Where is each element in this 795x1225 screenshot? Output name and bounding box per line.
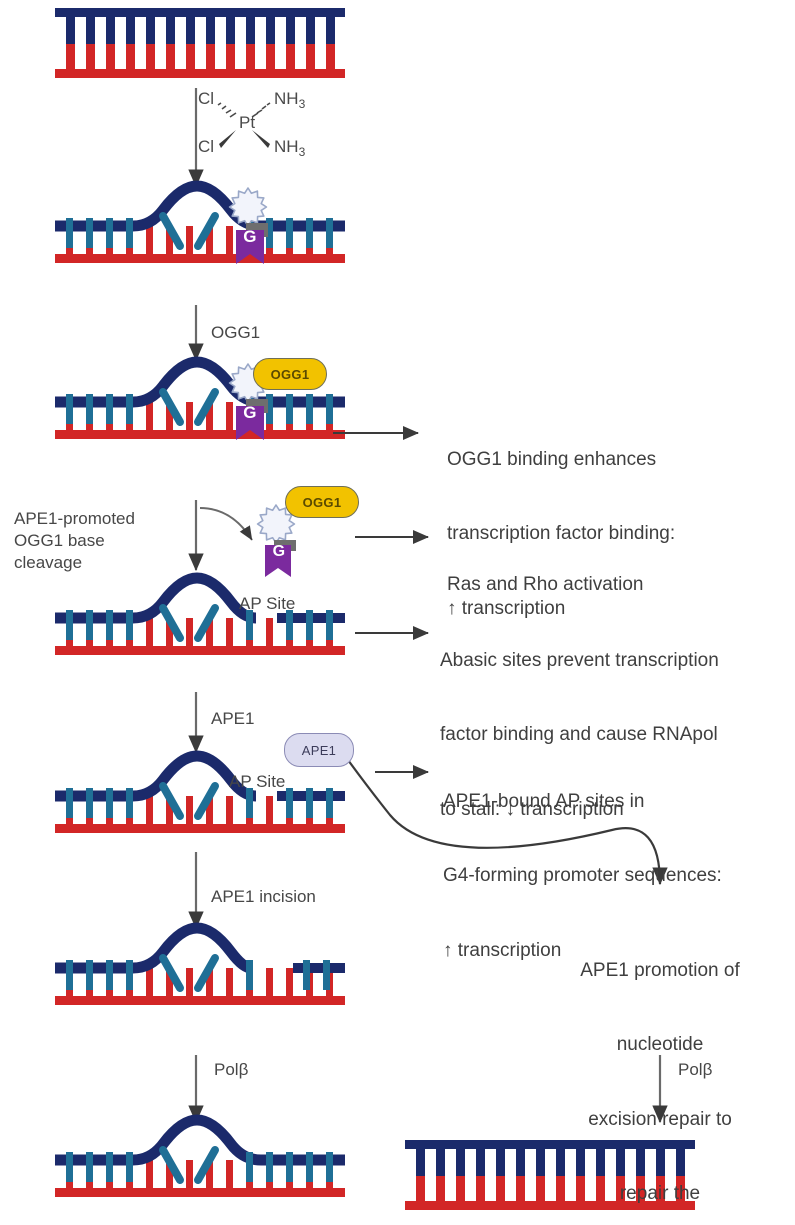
base-marker-g-1: G [236, 225, 264, 249]
g-letter-2: G [243, 403, 257, 422]
base-marker-g-2: G [236, 401, 264, 425]
annotation-line: APE1 promotion of [580, 960, 740, 982]
dna-incised [55, 922, 345, 1005]
annotation-line: Ras and Rho activation [447, 574, 644, 596]
cisplatin-hash-bonds [217, 102, 271, 118]
step-label-ape1-promoted: APE1-promoted OGG1 base cleavage [14, 509, 135, 572]
enzyme-ogg1-bound-label: OGG1 [270, 366, 310, 382]
step-label-ape1: APE1 [211, 709, 255, 728]
annotation-line: transcription factor binding: [447, 523, 676, 545]
step-label-polbeta-right: Polβ [678, 1060, 713, 1079]
annotation-line: ↑ transcription [447, 597, 566, 619]
annotation-ogg1-binding: OGG1 binding enhances transcription fact… [447, 399, 777, 671]
dna-ape1-bound [55, 750, 345, 833]
annotation-line: OGG1 binding enhances [447, 449, 657, 471]
adduct-lesion-2 [228, 363, 268, 440]
site-label-ap-1: AP Site [239, 594, 296, 613]
annotation-line: ↑ transcription [443, 939, 562, 961]
annotation-line: nucleotide [616, 1034, 704, 1056]
cisplatin-cl-bottom: Cl [198, 137, 214, 156]
annotation-line: factor binding and cause RNApol [440, 724, 718, 746]
annotation-ner-repair: APE1 promotion of nucleotide excision re… [500, 910, 795, 1225]
adduct-lesion-1 [228, 187, 268, 264]
cisplatin-pt: Pt [239, 113, 255, 132]
dna-adduct [55, 180, 345, 263]
annotation-line: APE1-bound AP sites in [443, 791, 645, 813]
dna-duplex-intact [55, 8, 345, 78]
cisplatin-nh3-top: NH3 [274, 89, 306, 111]
annotation-line: G4-forming promoter sequences: [443, 865, 722, 887]
g-letter-3: G [272, 543, 286, 560]
cisplatin-wedge-left [219, 130, 236, 148]
dna-repaired-adduct [55, 1114, 345, 1197]
cisplatin-nh3-bottom: NH3 [274, 137, 306, 159]
arrow-ner-branch [347, 759, 668, 886]
cisplatin-structure: Cl Cl Pt NH3 NH3 [186, 82, 316, 159]
released-base-g [256, 504, 296, 577]
annotation-ras-rho: Ras and Rho activation [447, 524, 777, 647]
annotation-line: repair the [619, 1182, 701, 1204]
annotation-line: excision repair to [588, 1108, 732, 1130]
step-label-ogg1: OGG1 [211, 323, 261, 342]
enzyme-ogg1-bound[interactable]: OGG1 [253, 358, 327, 390]
annotation-line: to stall: ↓ transcription [440, 798, 624, 820]
dna-ap-site-1 [55, 572, 345, 655]
cisplatin-wedge-right [252, 130, 270, 148]
step-label-polbeta-left: Polβ [214, 1060, 249, 1079]
enzyme-ogg1-released[interactable]: OGG1 [285, 486, 359, 518]
enzyme-ape1-bound[interactable]: APE1 [284, 733, 354, 767]
g-letter-1: G [243, 227, 257, 246]
enzyme-ogg1-released-label: OGG1 [302, 494, 342, 510]
step-label-ape1-incision: APE1 incision [211, 887, 316, 906]
cisplatin-cl-top: Cl [198, 89, 214, 108]
site-label-ap-2: AP Site [229, 772, 286, 791]
enzyme-ape1-bound-label: APE1 [301, 742, 337, 758]
base-marker-g-3: G [265, 540, 293, 564]
annotation-line: Abasic sites prevent transcription [440, 650, 719, 672]
annotation-abasic-sites: Abasic sites prevent transcription facto… [440, 600, 790, 872]
arrow-base-release [199, 507, 253, 541]
annotation-ape1-bound-g4: APE1-bound AP sites in G4-forming promot… [443, 741, 788, 1013]
